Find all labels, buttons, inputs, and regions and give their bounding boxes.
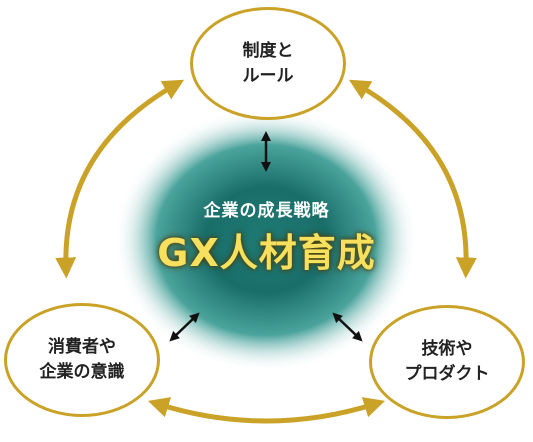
node-rules-line2: ルール bbox=[242, 65, 294, 86]
node-technology: 技術や プロダクト bbox=[369, 305, 525, 419]
black-arrow-center-left bbox=[169, 312, 200, 342]
node-awareness-line1: 消費者や bbox=[48, 337, 116, 358]
node-rules: 制度と ルール bbox=[190, 7, 346, 120]
node-technology-line2: プロダクト bbox=[404, 364, 490, 384]
black-arrow-center-right bbox=[332, 312, 363, 342]
center-glow bbox=[114, 108, 418, 372]
node-technology-line1: 技術や bbox=[421, 339, 473, 360]
gold-arrow-left-right bbox=[147, 397, 386, 424]
node-awareness-line2: 企業の意識 bbox=[39, 362, 125, 382]
center-subtitle: 企業の成長戦略 bbox=[203, 201, 330, 221]
node-rules-line1: 制度と bbox=[242, 40, 294, 61]
gold-arrow-left-top bbox=[55, 79, 185, 279]
node-awareness: 消費者や 企業の意識 bbox=[4, 303, 160, 417]
center-title: GX人材育成 bbox=[157, 231, 376, 275]
gold-arrow-top-right bbox=[348, 79, 477, 279]
